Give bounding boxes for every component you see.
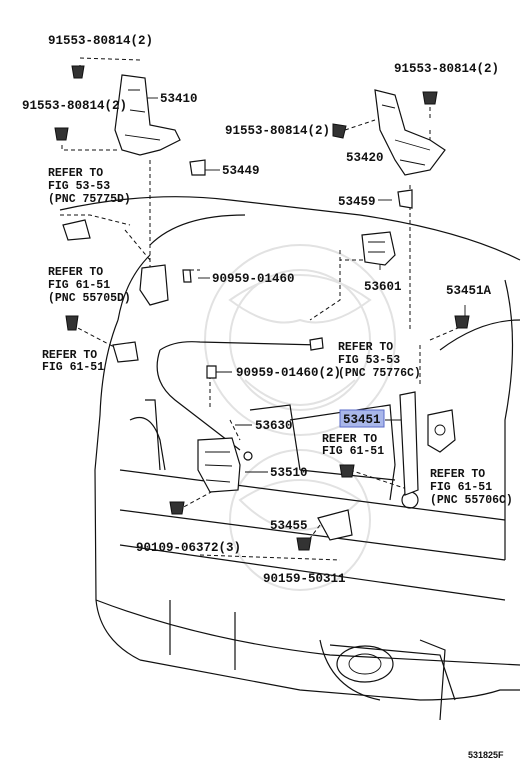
hood-hinge-right [374,89,446,176]
ref-4-line-3: (PNC 75776C) [338,367,421,380]
ref-4-line-2: FIG 53-53 [338,354,400,367]
callout-90959-b[interactable]: 90959-01460(2) [236,366,341,380]
hood-hinge-left [114,74,181,156]
ref-3-line-1: REFER TO [42,349,97,362]
callout-53451a[interactable]: 53451A [446,284,492,298]
callout-53455[interactable]: 53455 [270,519,308,533]
callout-91553-b[interactable]: 91553-80814(2) [22,99,127,113]
lock-control-lever [361,231,396,266]
callout-90109[interactable]: 90109-06372(3) [136,541,241,555]
ref-5-line-2: FIG 61-51 [322,445,384,458]
ref-5-line-1: REFER TO [322,433,377,446]
hood-lock-cable [156,269,324,461]
callout-53420[interactable]: 53420 [346,151,384,165]
figure-code: 531825F [468,750,504,760]
part-callouts[interactable]: 91553-80814(2) 53410 91553-80814(2) 5344… [22,34,499,586]
callout-53601[interactable]: 53601 [364,280,402,294]
callout-90159[interactable]: 90159-50311 [263,572,346,586]
ref-4-line-1: REFER TO [338,341,393,354]
ref-2-line-2: FIG 61-51 [48,279,110,292]
callout-53449[interactable]: 53449 [222,164,260,178]
callout-53630[interactable]: 53630 [255,419,293,433]
ref-6-line-3: (PNC 55706C) [430,494,513,507]
ref-1-line-3: (PNC 75775D) [48,193,131,206]
callout-91553-d[interactable]: 91553-80814(2) [225,124,330,138]
callout-53510[interactable]: 53510 [270,466,308,480]
ref-1-line-2: FIG 53-53 [48,180,110,193]
watermark-emblem [204,244,396,591]
leader-lines [60,57,466,561]
reference-notes: REFER TO FIG 53-53 (PNC 75775D) REFER TO… [42,167,513,507]
ref-6-line-1: REFER TO [430,468,485,481]
bolts [54,65,470,551]
vehicle-front-outline [59,196,521,721]
callout-53459[interactable]: 53459 [338,195,376,209]
callout-90959-a[interactable]: 90959-01460 [212,272,295,286]
ref-2-line-3: (PNC 55705D) [48,292,131,305]
ref-1-line-1: REFER TO [48,167,103,180]
hood-lock-support [317,509,353,541]
highlight-box [339,409,385,428]
ref-3-line-2: FIG 61-51 [42,361,104,374]
ref-6-line-2: FIG 61-51 [430,481,492,494]
callout-91553-c[interactable]: 91553-80814(2) [394,62,499,76]
callout-53451[interactable]: 53451 [343,413,381,427]
hood-support-stops [62,159,413,241]
hood-catch-53451 [399,391,456,496]
ref-2-line-1: REFER TO [48,266,103,279]
latch-bracket-left [112,264,169,363]
callout-91553-a[interactable]: 91553-80814(2) [48,34,153,48]
hood-lock-53510 [197,437,241,493]
callout-53410[interactable]: 53410 [160,92,198,106]
